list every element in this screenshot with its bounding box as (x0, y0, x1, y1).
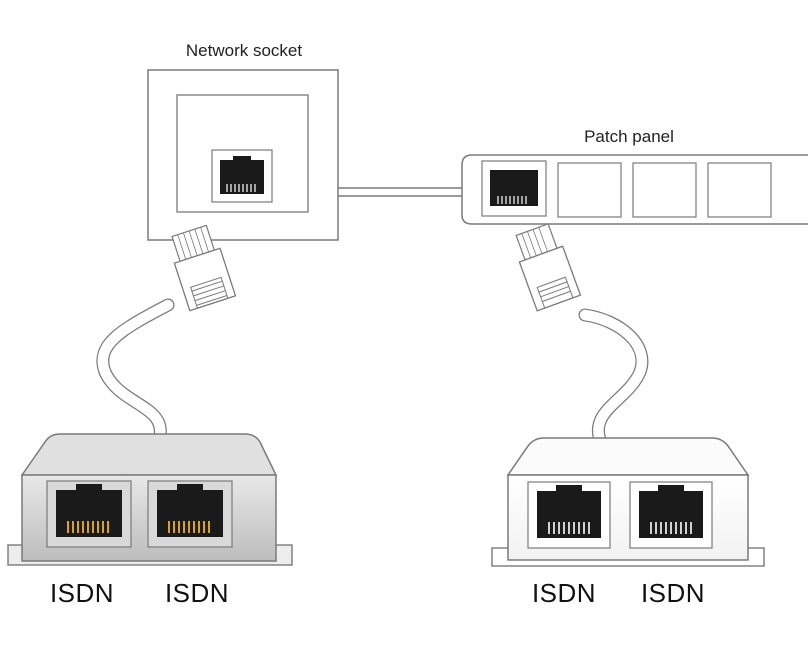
left-rj45-plug[interactable] (166, 224, 237, 312)
patch-panel-port-1[interactable] (481, 160, 547, 217)
right-patch-cable (578, 308, 649, 447)
right-isdn-port-1[interactable] (527, 481, 611, 549)
right-port-1-label: ISDN (532, 578, 596, 608)
left-port-2-label: ISDN (165, 578, 229, 608)
patch-panel (461, 154, 808, 225)
patch-panel-label: Patch panel (584, 127, 674, 146)
network-socket-port[interactable] (211, 149, 273, 203)
right-port-2-label: ISDN (641, 578, 705, 608)
socket-to-panel-cable (338, 187, 462, 197)
patch-panel-port-3[interactable] (632, 162, 697, 218)
left-isdn-port-2[interactable] (147, 480, 233, 548)
network-socket (147, 69, 339, 241)
left-isdn-port-1[interactable] (46, 480, 132, 548)
right-isdn-port-2[interactable] (629, 481, 713, 549)
network-socket-label: Network socket (186, 41, 302, 60)
right-rj45-plug[interactable] (511, 222, 582, 312)
left-patch-cable (96, 298, 175, 443)
left-port-1-label: ISDN (50, 578, 114, 608)
left-isdn-splitter (7, 433, 293, 566)
patch-panel-port-2[interactable] (557, 162, 622, 218)
right-isdn-splitter (491, 437, 765, 567)
patch-panel-port-4[interactable] (707, 162, 772, 218)
